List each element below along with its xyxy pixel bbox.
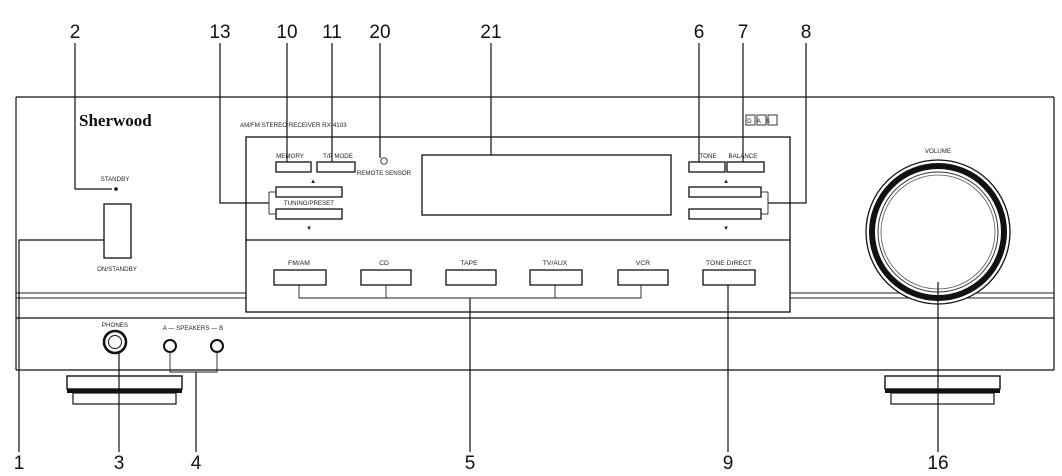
on-standby-label: ON/STANDBY (97, 266, 137, 273)
model-text: AM/FM STEREO RECEIVER RX-4103 (240, 122, 347, 129)
balance-button[interactable] (726, 161, 765, 173)
level-up-button[interactable] (688, 186, 762, 198)
speaker-b-button[interactable] (210, 339, 224, 353)
power-button[interactable] (103, 203, 132, 259)
tuning-preset-label: TUNING/PRESET (284, 200, 334, 207)
callout-2: 2 (70, 22, 81, 43)
tuning-up-arrow-icon: ▲ (310, 178, 316, 185)
callout-3: 3 (114, 453, 125, 474)
volume-label: VOLUME (925, 148, 951, 155)
callout-5: 5 (465, 453, 476, 474)
callout-11: 11 (322, 22, 342, 43)
input-label-fm-am: FM/AM (288, 260, 310, 267)
speaker-a-button[interactable] (163, 339, 177, 353)
standby-indicator (114, 187, 118, 191)
level-down-button[interactable] (688, 208, 762, 220)
callout-9: 9 (723, 453, 734, 474)
tone-label: TONE (699, 153, 716, 160)
remote-sensor-label: REMOTE SENSOR (357, 170, 412, 177)
callout-10: 10 (276, 22, 297, 43)
input-button-tape[interactable] (445, 269, 497, 286)
level-down-arrow-icon: ▼ (723, 225, 729, 232)
phones-jack[interactable] (102, 329, 128, 355)
tp-mode-button[interactable] (316, 161, 356, 173)
callout-4: 4 (191, 453, 202, 474)
tone-direct-button[interactable] (702, 269, 756, 286)
callout-8: 8 (801, 22, 812, 43)
foot-left (66, 375, 183, 405)
speakers-label: A — SPEAKERS — B (163, 325, 224, 332)
tuning-up-button[interactable] (275, 186, 343, 198)
chassis (15, 96, 1055, 371)
phones-label: PHONES (102, 322, 128, 329)
input-button-vcr[interactable] (617, 269, 669, 286)
tuning-down-button[interactable] (275, 208, 343, 220)
remote-sensor-icon (380, 157, 388, 165)
foot-right (884, 375, 1001, 405)
das-logo-text: DAS (747, 118, 775, 125)
tone-direct-label: TONE DIRECT (706, 260, 752, 267)
level-up-arrow-icon: ▲ (723, 178, 729, 185)
callout-21: 21 (480, 22, 501, 43)
memory-label: MEMORY (276, 153, 304, 160)
brand-logo: Sherwood (79, 111, 152, 130)
input-button-cd[interactable] (360, 269, 412, 286)
das-logo: DAS (745, 114, 778, 126)
leader-lines (18, 43, 939, 452)
tp-mode-label: T/P MODE (323, 153, 353, 160)
tone-button[interactable] (688, 161, 726, 173)
input-label-tape: TAPE (460, 260, 478, 267)
input-label-tv-aux: TV/AUX (543, 260, 568, 267)
callout-16: 16 (927, 453, 948, 474)
volume-knob[interactable] (865, 159, 1011, 305)
tuning-down-arrow-icon: ▼ (306, 225, 312, 232)
input-button-fm-am[interactable] (273, 269, 327, 286)
input-label-vcr: VCR (636, 260, 650, 267)
input-label-cd: CD (379, 260, 389, 267)
memory-button[interactable] (275, 161, 312, 173)
callout-7: 7 (738, 22, 749, 43)
callout-6: 6 (694, 22, 705, 43)
input-button-tv-aux[interactable] (529, 269, 583, 286)
display-window (421, 154, 672, 216)
standby-label: STANDBY (101, 176, 130, 183)
control-panel (245, 136, 791, 313)
callout-1: 1 (14, 453, 25, 474)
callout-13: 13 (209, 22, 230, 43)
callout-20: 20 (369, 22, 390, 43)
